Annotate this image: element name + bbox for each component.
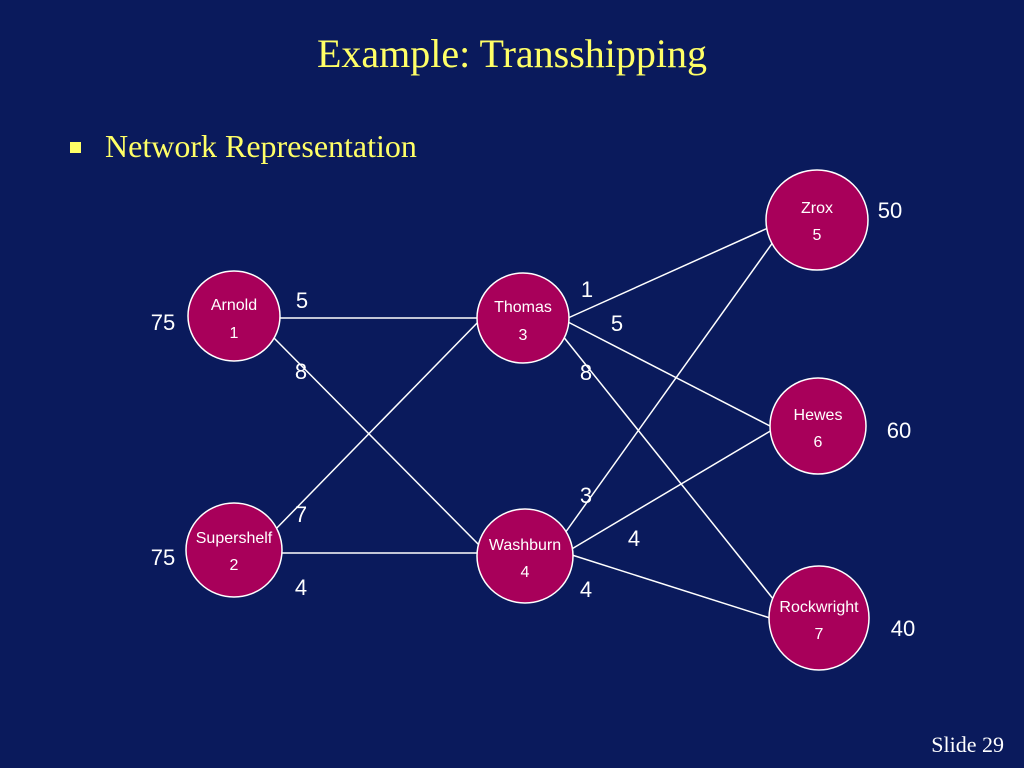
- node-zrox: Zrox 5: [765, 169, 869, 271]
- node-rockwright-number: 7: [815, 626, 824, 643]
- supply-arnold: 75: [151, 310, 175, 335]
- cost-washburn-rockwright: 4: [580, 577, 592, 602]
- cost-thomas-zrox: 1: [581, 277, 593, 302]
- square-bullet-icon: [70, 142, 81, 153]
- node-arnold-name: Arnold: [211, 297, 257, 314]
- edge-washburn-zrox: [559, 237, 777, 541]
- node-supershelf: Supershelf 2: [185, 502, 283, 598]
- slide-number-value: 29: [982, 732, 1004, 757]
- bullet-item: Network Representation: [70, 128, 417, 165]
- node-arnold: Arnold 1: [187, 270, 281, 362]
- edge-thomas-rockwright: [561, 334, 775, 601]
- cost-arnold-thomas: 5: [296, 288, 308, 313]
- node-arnold-number: 1: [230, 325, 239, 342]
- node-hewes: Hewes 6: [769, 377, 867, 475]
- bullet-text: Network Representation: [105, 128, 417, 164]
- edge-supershelf-thomas: [269, 317, 483, 536]
- edges: [269, 227, 777, 619]
- node-washburn-number: 4: [521, 564, 530, 581]
- node-zrox-number: 5: [813, 227, 822, 244]
- slide-number-label: Slide: [931, 732, 977, 757]
- edge-thomas-hewes: [567, 321, 771, 427]
- supply-supershelf: 75: [151, 545, 175, 570]
- cost-supershelf-washburn: 4: [295, 575, 307, 600]
- cost-arnold-washburn: 8: [295, 359, 307, 384]
- node-thomas-number: 3: [519, 327, 528, 344]
- demand-rockwright: 40: [891, 616, 915, 641]
- node-thomas-name: Thomas: [494, 299, 552, 316]
- edge-washburn-rockwright: [571, 554, 771, 619]
- node-rockwright: Rockwright 7: [768, 565, 870, 671]
- node-supershelf-name: Supershelf: [196, 530, 273, 547]
- slide-number: Slide 29: [931, 732, 1004, 758]
- edge-thomas-zrox: [567, 227, 769, 319]
- cost-supershelf-thomas: 7: [295, 502, 307, 527]
- node-hewes-name: Hewes: [794, 407, 843, 424]
- node-hewes-number: 6: [814, 434, 823, 451]
- demand-zrox: 50: [878, 198, 902, 223]
- cost-thomas-rockwright: 8: [580, 360, 592, 385]
- slide-title: Example: Transshipping: [316, 31, 708, 76]
- cost-thomas-hewes: 5: [611, 311, 623, 336]
- node-thomas: Thomas 3: [476, 272, 570, 364]
- node-rockwright-name: Rockwright: [779, 599, 859, 616]
- node-washburn-name: Washburn: [489, 537, 561, 554]
- demand-hewes: 60: [887, 418, 911, 443]
- node-washburn: Washburn 4: [476, 508, 574, 604]
- cost-washburn-zrox: 3: [580, 483, 592, 508]
- edge-arnold-washburn: [271, 335, 483, 549]
- node-supershelf-number: 2: [230, 557, 239, 574]
- edge-washburn-hewes: [569, 429, 773, 551]
- cost-washburn-hewes: 4: [628, 526, 640, 551]
- node-zrox-name: Zrox: [801, 200, 833, 217]
